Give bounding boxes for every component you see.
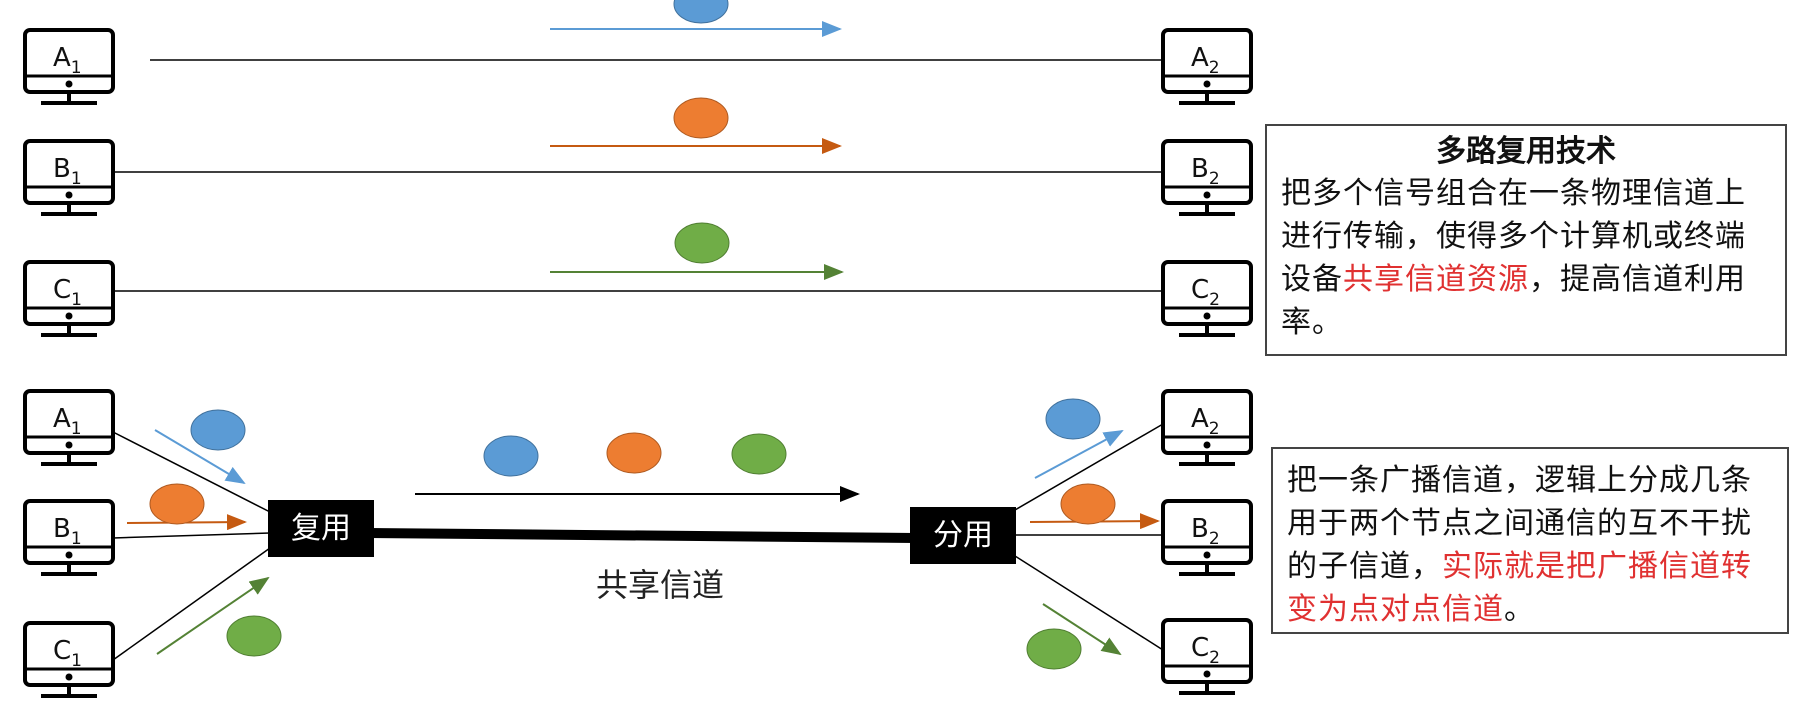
svg-text:A2: A2 — [1191, 404, 1220, 439]
signal-orange-in — [149, 483, 205, 525]
svg-text:复用: 复用 — [291, 511, 351, 546]
signal-blue-top — [673, 0, 729, 24]
signal-orange-out — [1060, 483, 1116, 525]
svg-text:B2: B2 — [1191, 514, 1220, 549]
signal-orange-shared — [606, 432, 662, 474]
shared-channel-line — [369, 528, 916, 543]
signal-green-out — [1026, 628, 1082, 670]
top-node-b1: B1 — [23, 139, 115, 216]
top-links — [113, 59, 1163, 292]
bottom-node-b1: B1 — [23, 499, 115, 576]
multiplexing-definition-box: 多路复用技术 把多个信号组合在一条物理信道上进行传输，使得多个计算机或终端设备共… — [1265, 124, 1787, 356]
signal-green-shared — [731, 433, 787, 475]
mux-box: 复用 — [268, 500, 374, 557]
signal-orange-top — [673, 97, 729, 139]
signal-blue-out — [1045, 398, 1101, 440]
svg-text:C2: C2 — [1191, 275, 1220, 310]
broadcast-channel-box: 把一条广播信道，逻辑上分成几条用于两个节点之间通信的互不干扰的子信道，实际就是把… — [1271, 447, 1789, 634]
svg-text:A2: A2 — [1191, 43, 1220, 78]
svg-text:B1: B1 — [53, 154, 82, 189]
top-node-c2: C2 — [1161, 260, 1253, 337]
svg-text:C2: C2 — [1191, 633, 1220, 668]
signal-blue-in — [190, 409, 246, 451]
signal-green-top — [674, 222, 730, 264]
top-node-a1: A1 — [23, 28, 115, 105]
svg-text:B2: B2 — [1191, 154, 1220, 189]
svg-text:C1: C1 — [53, 275, 82, 310]
bottom-signals — [126, 398, 1160, 670]
definition-body: 把多个信号组合在一条物理信道上进行传输，使得多个计算机或终端设备共享信道资源，提… — [1281, 176, 1746, 340]
bottom-node-a2: A2 — [1161, 389, 1253, 466]
svg-text:A1: A1 — [53, 404, 82, 439]
definition-title: 多路复用技术 — [1436, 134, 1616, 169]
demux-box: 分用 — [910, 507, 1016, 564]
definition-highlight: 共享信道资源 — [1343, 262, 1529, 297]
shared-channel-label: 共享信道 — [596, 566, 724, 604]
top-signals — [550, 0, 844, 280]
top-node-b2: B2 — [1161, 139, 1253, 216]
bottom-node-c2: C2 — [1161, 618, 1253, 695]
svg-text:分用: 分用 — [933, 518, 993, 553]
broadcast-highlight: 实际就是把广播信道转变为点对点信道 — [1287, 549, 1752, 627]
signal-green-in — [226, 615, 282, 657]
top-node-c1: C1 — [23, 260, 115, 337]
broadcast-body: 把一条广播信道，逻辑上分成几条用于两个节点之间通信的互不干扰的子信道，实际就是把… — [1287, 463, 1752, 627]
svg-text:A1: A1 — [53, 43, 82, 78]
bottom-node-c1: C1 — [23, 621, 115, 698]
bottom-node-b2: B2 — [1161, 499, 1253, 576]
svg-text:B1: B1 — [53, 514, 82, 549]
signal-blue-shared — [483, 435, 539, 477]
svg-text:C1: C1 — [53, 636, 82, 671]
bottom-node-a1: A1 — [23, 389, 115, 466]
top-node-a2: A2 — [1161, 28, 1253, 105]
bottom-links — [112, 423, 1164, 661]
